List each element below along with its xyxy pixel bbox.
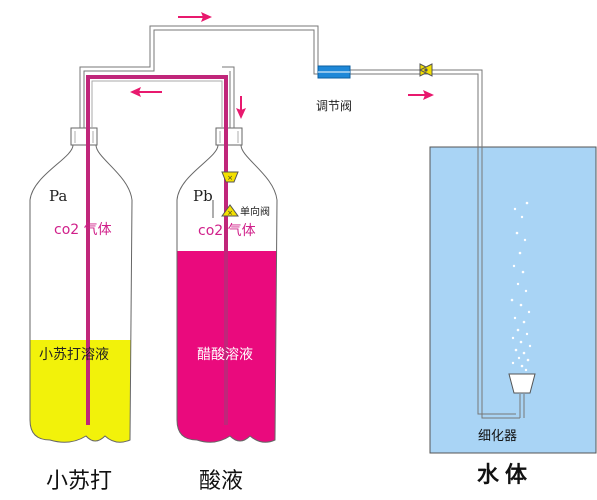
check-valve-upper: × — [221, 171, 239, 183]
check-valve-outlet — [418, 63, 434, 77]
label-co2-gas-left: co2 气体 — [54, 222, 112, 238]
caption-baking-soda: 小苏打 — [46, 469, 112, 494]
label-acetic-acid-solution: 醋酸溶液 — [197, 347, 253, 363]
svg-text:×: × — [227, 209, 233, 217]
soda-liquid — [30, 340, 132, 443]
caption-water-body: 水体 — [477, 463, 533, 488]
check-valve-lower: × — [221, 204, 239, 217]
acid-bottle-cap — [215, 127, 243, 146]
label-diffuser: 细化器 — [478, 429, 517, 444]
label-pa: Pa — [49, 187, 67, 205]
label-regulating-valve: 调节阀 — [316, 99, 352, 113]
caption-acid: 酸液 — [199, 469, 243, 494]
soda-bottle — [29, 127, 133, 443]
diffuser — [508, 373, 536, 394]
label-co2-gas-right: co2 气体 — [198, 223, 256, 239]
transfer-tube — [86, 75, 228, 425]
gas-line — [79, 25, 520, 419]
svg-text:×: × — [227, 174, 233, 182]
label-pb: Pb — [193, 187, 213, 205]
label-check-valve: 单向阀 — [240, 205, 270, 218]
label-baking-soda-solution: 小苏打溶液 — [39, 346, 109, 363]
air-bubbles — [510, 201, 532, 372]
flow-arrows — [130, 12, 434, 119]
regulating-valve — [317, 65, 351, 79]
